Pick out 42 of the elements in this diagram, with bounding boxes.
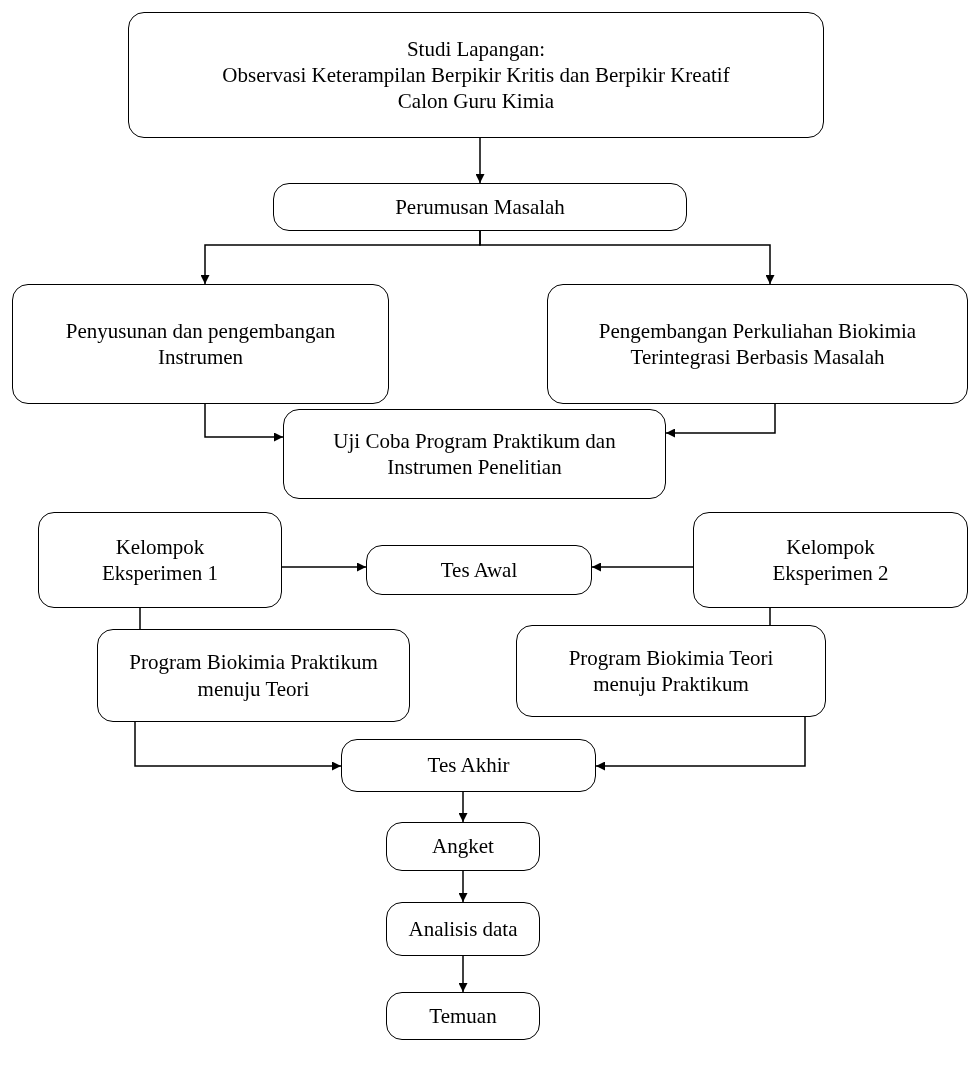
rounded-box: [693, 512, 968, 608]
arrow: [134, 721, 342, 771]
rounded-box: [547, 284, 968, 404]
arrow: [281, 562, 367, 572]
rounded-box: [516, 625, 826, 717]
rounded-box: [366, 545, 592, 595]
arrow: [595, 716, 806, 771]
rounded-box: [38, 512, 282, 608]
arrow: [479, 230, 775, 285]
node-text: Perumusan Masalah: [395, 193, 565, 221]
rounded-box: [283, 409, 666, 499]
rounded-box: [273, 183, 687, 231]
node-text: Kelompok Eksperimen 1: [100, 533, 220, 587]
node-text: Temuan: [429, 1002, 497, 1030]
node-text: Observasi Keterampilan Berpikir Kritis dan Berpikir Kreatif Calon Guru Kimia: [221, 61, 731, 115]
node-text: Tes Akhir: [427, 752, 510, 779]
arrow: [665, 403, 776, 438]
node-text: Tes Awal: [440, 556, 518, 584]
node-text: Penyusunan dan pengembangan Instrumen: [64, 317, 337, 371]
rounded-box: [128, 12, 824, 138]
rounded-box: [12, 284, 389, 404]
arrow: [475, 137, 485, 184]
arrow: [591, 562, 694, 572]
rounded-box: [386, 992, 540, 1040]
node-text: Angket: [432, 833, 494, 860]
node-text: Program Biokimia Praktikum menuju Teori: [128, 649, 379, 702]
arrow: [458, 870, 468, 903]
node-text: Pengembangan Perkuliahan Biokimia Terintegrasi Berbasis Masalah: [597, 317, 918, 371]
arrow: [204, 403, 284, 442]
rounded-box: [97, 629, 410, 722]
rounded-box: [386, 902, 540, 956]
arrow: [458, 955, 468, 993]
node-text: Analisis data: [408, 915, 518, 943]
connector-line: [769, 607, 771, 626]
rounded-box: [341, 739, 596, 792]
node-text: Program Biokimia Teori menuju Praktikum: [567, 644, 775, 698]
connector-line: [139, 607, 141, 630]
rounded-box: [386, 822, 540, 871]
arrow: [458, 791, 468, 823]
node-text: Studi Lapangan:: [406, 35, 546, 62]
node-text: Kelompok Eksperimen 2: [771, 533, 890, 587]
node-text: Uji Coba Program Praktikum dan Instrumen Penelitian: [332, 427, 617, 481]
